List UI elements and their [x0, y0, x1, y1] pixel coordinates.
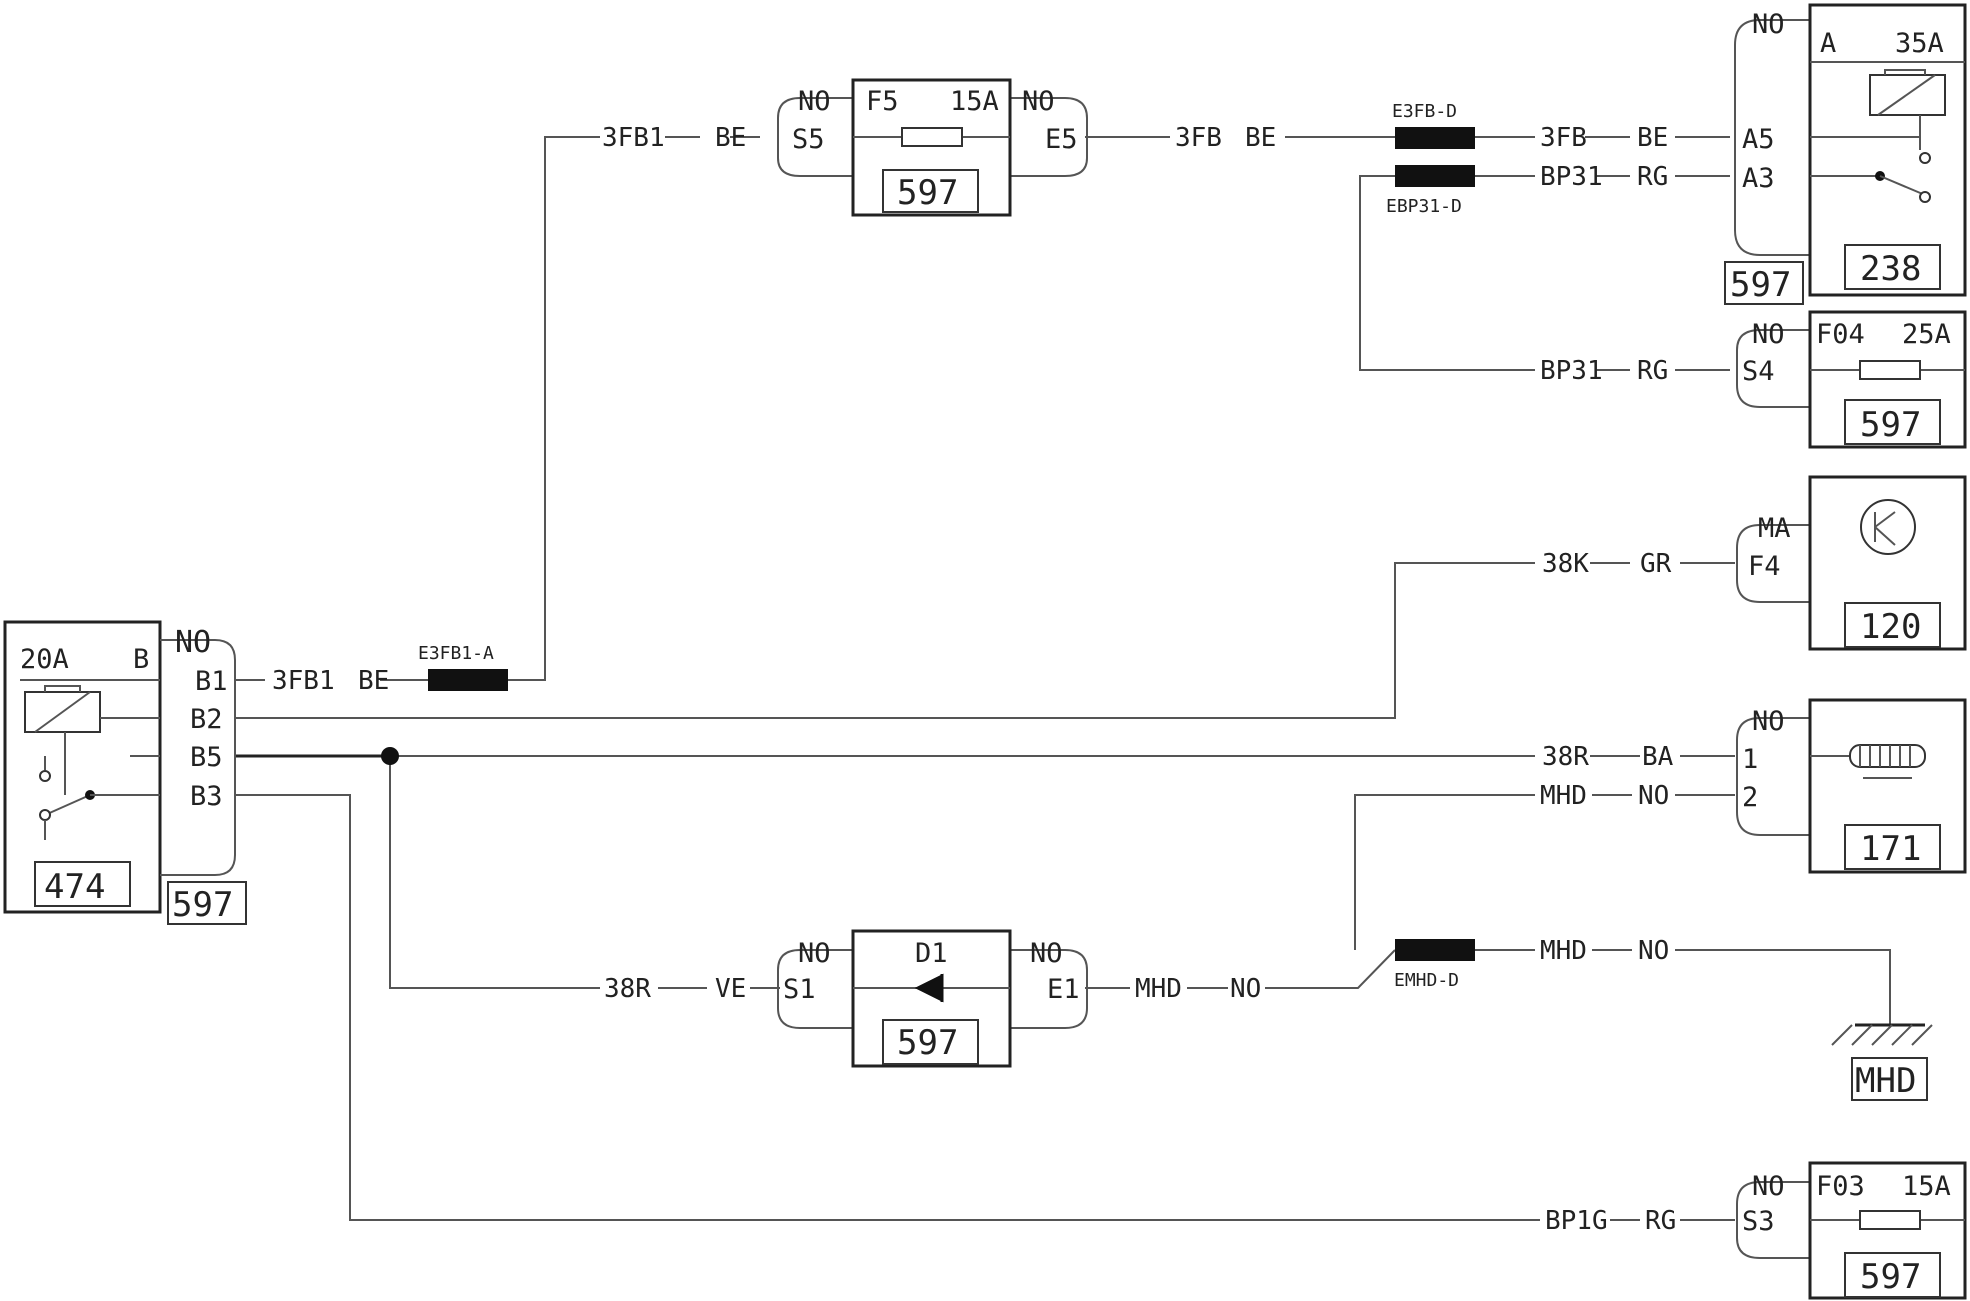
junction-dot	[381, 747, 399, 765]
svg-text:1: 1	[1742, 744, 1758, 775]
svg-text:MA: MA	[1758, 513, 1791, 544]
inline-connector-e3fb1-a: E3FB1-A	[418, 643, 508, 691]
relay-238: NO A5 A3 A 35A 238 597	[1724, 3, 1967, 305]
svg-text:S3: S3	[1742, 1206, 1775, 1237]
wire-label: 38R	[1542, 742, 1589, 772]
svg-text:597: 597	[1860, 1257, 1921, 1297]
fuse-f5: NO NO S5 E5 F5 15A 597	[777, 78, 1088, 217]
svg-text:E1: E1	[1047, 974, 1080, 1005]
svg-text:A3: A3	[1742, 163, 1775, 194]
wire-color: BE	[358, 666, 389, 696]
wire-color: BE	[715, 123, 746, 153]
svg-text:20A: 20A	[20, 644, 69, 675]
svg-text:S1: S1	[783, 974, 816, 1005]
svg-text:597: 597	[172, 885, 233, 925]
svg-text:A: A	[1820, 28, 1836, 59]
svg-text:EBP31-D: EBP31-D	[1386, 196, 1462, 217]
wire-label: 38K	[1542, 549, 1589, 579]
svg-text:474: 474	[44, 867, 105, 907]
svg-text:NO: NO	[1752, 9, 1785, 40]
inline-connector-e3fb-d: E3FB-D	[1392, 101, 1475, 149]
svg-text:NO: NO	[175, 625, 211, 660]
svg-text:B5: B5	[190, 742, 223, 773]
svg-text:597: 597	[1860, 405, 1921, 445]
wire-label: MHD	[1540, 781, 1587, 811]
wire-label: BP31	[1540, 162, 1603, 192]
connector-597-left: NO B1 B2 B5 B3 597	[160, 625, 247, 925]
wire-color: VE	[715, 974, 746, 1004]
svg-text:F4: F4	[1748, 551, 1781, 582]
svg-text:S5: S5	[792, 124, 825, 155]
wire-color: RG	[1637, 162, 1668, 192]
wire-label: MHD	[1540, 936, 1587, 966]
svg-text:NO: NO	[798, 938, 831, 969]
wire-label: 38R	[604, 974, 651, 1004]
svg-text:B3: B3	[190, 781, 223, 812]
svg-text:597: 597	[897, 1023, 958, 1063]
svg-text:171: 171	[1860, 829, 1921, 869]
wire-label: 3FB	[1175, 123, 1222, 153]
component-171: NO 1 2 171	[1736, 698, 1967, 874]
svg-text:15A: 15A	[950, 86, 999, 117]
inline-connector-ebp31-d: EBP31-D	[1386, 165, 1475, 217]
diode-d1: NO NO S1 E1 D1 597	[777, 929, 1088, 1068]
svg-text:NO: NO	[1022, 86, 1055, 117]
wire-color: NO	[1638, 936, 1669, 966]
heater-coil-icon	[1849, 744, 1926, 768]
svg-text:A5: A5	[1742, 124, 1775, 155]
svg-text:E3FB-D: E3FB-D	[1392, 101, 1457, 122]
svg-text:MHD: MHD	[1855, 1061, 1916, 1101]
svg-text:238: 238	[1860, 249, 1921, 289]
svg-text:NO: NO	[1752, 319, 1785, 350]
svg-text:B2: B2	[190, 704, 223, 735]
svg-text:35A: 35A	[1895, 28, 1944, 59]
inline-connector-emhd-d: EMHD-D	[1394, 939, 1475, 991]
wire-color: BE	[1637, 123, 1668, 153]
svg-text:25A: 25A	[1902, 319, 1951, 350]
fuse-f03: NO S3 F03 15A 597	[1736, 1161, 1967, 1300]
wire-label: 3FB	[1540, 123, 1587, 153]
wire-label: 3FB1	[602, 123, 665, 153]
wire-label: MHD	[1135, 974, 1182, 1004]
svg-text:B1: B1	[195, 666, 228, 697]
wire-labels: 3FB1 BE 3FB1 BE 3FB BE 3FB BE BP31 RG BP…	[272, 123, 1676, 1236]
wire-label: BP1G	[1545, 1206, 1608, 1236]
diode-symbol-icon	[914, 973, 944, 1003]
svg-text:15A: 15A	[1902, 1171, 1951, 1202]
svg-text:NO: NO	[1752, 1171, 1785, 1202]
wire-color: NO	[1230, 974, 1261, 1004]
svg-text:B: B	[133, 644, 149, 675]
wire-color: BA	[1642, 742, 1674, 772]
svg-text:E5: E5	[1045, 124, 1078, 155]
ground-mhd: MHD	[1831, 1023, 1933, 1101]
svg-text:NO: NO	[798, 86, 831, 117]
svg-text:F04: F04	[1816, 319, 1865, 350]
svg-text:597: 597	[1730, 265, 1791, 305]
component-120: MA F4 120	[1736, 475, 1967, 651]
svg-text:2: 2	[1742, 782, 1758, 813]
svg-text:597: 597	[897, 173, 958, 213]
wire-color: BE	[1245, 123, 1276, 153]
svg-text:NO: NO	[1752, 706, 1785, 737]
svg-text:EMHD-D: EMHD-D	[1394, 970, 1459, 991]
wire-color: NO	[1638, 781, 1669, 811]
svg-text:F03: F03	[1816, 1171, 1865, 1202]
wire-label: BP31	[1540, 356, 1603, 386]
component-474-relay: 20A B 474	[3, 620, 162, 914]
transistor-icon	[1860, 499, 1916, 555]
wire-color: RG	[1637, 356, 1668, 386]
svg-text:120: 120	[1860, 607, 1921, 647]
wire-color: GR	[1640, 549, 1672, 579]
svg-text:NO: NO	[1030, 938, 1063, 969]
wires	[235, 136, 1891, 1221]
svg-text:F5: F5	[866, 86, 899, 117]
wire-label: 3FB1	[272, 666, 335, 696]
svg-text:E3FB1-A: E3FB1-A	[418, 643, 494, 664]
wire-color: RG	[1645, 1206, 1676, 1236]
svg-text:S4: S4	[1742, 356, 1775, 387]
fuse-f04: NO S4 F04 25A 597	[1736, 310, 1967, 449]
svg-text:D1: D1	[915, 938, 948, 969]
